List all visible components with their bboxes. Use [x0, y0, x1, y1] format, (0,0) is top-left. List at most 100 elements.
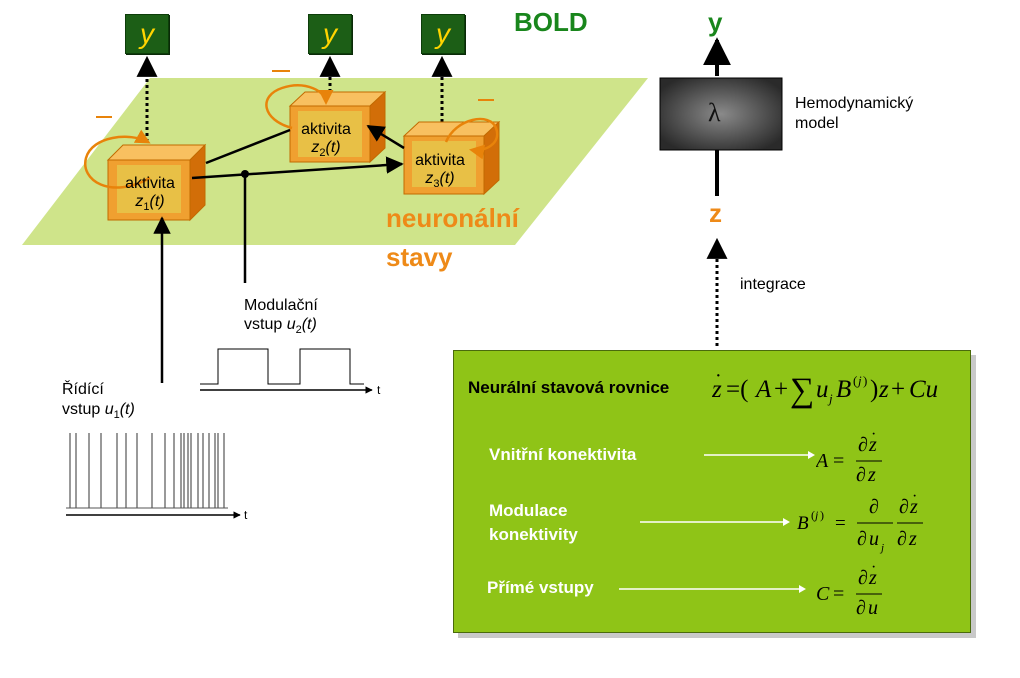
- svg-text:A: A: [754, 376, 772, 403]
- svg-text:z: z: [908, 528, 917, 550]
- svg-text:∂: ∂: [858, 434, 868, 456]
- svg-text:∂: ∂: [897, 528, 907, 550]
- svg-text:u: u: [816, 376, 829, 403]
- node-z1-title: aktivita: [125, 175, 175, 192]
- driving-input-var: vstup u1(t): [62, 401, 135, 422]
- hemo-output-y: y: [708, 7, 723, 37]
- node-z2-label: aktivita z2(t): [292, 121, 360, 162]
- svg-text:z: z: [868, 567, 877, 589]
- svg-text:+: +: [891, 376, 905, 403]
- svg-text:): ): [820, 508, 824, 522]
- svg-text:·: ·: [871, 431, 876, 443]
- output-y2-label: y: [323, 18, 337, 49]
- modulation-formula: B ( j ) = ∂ ∂ u j ∂ z · ∂ z: [797, 493, 923, 554]
- svg-text:j: j: [856, 373, 862, 388]
- svg-text:=: =: [835, 513, 846, 534]
- svg-text:C: C: [816, 583, 830, 605]
- svg-text:): ): [863, 373, 867, 388]
- connection-z3-z2: [366, 124, 405, 150]
- svg-text:z: z: [712, 376, 722, 403]
- svg-text:∂: ∂: [856, 597, 866, 619]
- svg-text:=(: =(: [726, 376, 748, 403]
- svg-text:+: +: [774, 376, 788, 403]
- output-y1-label: y: [140, 18, 154, 49]
- svg-text:=: =: [833, 450, 844, 472]
- svg-text:z: z: [909, 496, 918, 518]
- svg-text:∂: ∂: [899, 496, 909, 518]
- svg-text:∂: ∂: [857, 528, 867, 550]
- svg-text:(: (: [811, 508, 815, 522]
- svg-text:A: A: [816, 450, 829, 472]
- integration-label: integrace: [740, 276, 806, 293]
- driving-input-title: Řídící: [62, 381, 104, 398]
- node-z1-var: z1(t): [135, 193, 165, 214]
- modulatory-input-label: Modulační vstup u2(t): [244, 296, 318, 340]
- modulatory-axis-t: t: [377, 383, 381, 397]
- self-loop-2: [265, 84, 334, 130]
- equation-panel: Neurální stavová rovnice z · =( A + ∑ u …: [453, 350, 971, 633]
- direct-inputs-label: Přímé vstupy: [487, 578, 594, 597]
- bold-label: BOLD: [514, 7, 588, 37]
- modulation-label-line1: Modulace: [489, 501, 568, 520]
- hemo-lambda-symbol: λ: [708, 98, 721, 127]
- state-equation-title: Neurální stavová rovnice: [468, 378, 670, 397]
- svg-text:·: ·: [871, 564, 876, 576]
- hemo-model-line1: Hemodynamický: [795, 95, 914, 112]
- svg-text:Cu: Cu: [909, 376, 938, 403]
- output-y2-box: y: [308, 14, 352, 54]
- svg-text:z: z: [868, 434, 877, 456]
- svg-text:z: z: [867, 464, 876, 486]
- intrinsic-arrow: [704, 451, 815, 459]
- svg-text:j: j: [813, 508, 819, 522]
- modulation-label: Modulace konektivity: [489, 499, 578, 547]
- modulation-arrow: [640, 518, 790, 526]
- hemo-input-z: z: [709, 198, 722, 228]
- self-loop-1: [83, 129, 151, 189]
- node-z1-box: [106, 143, 207, 222]
- svg-text:z: z: [878, 376, 889, 403]
- node-z1-label: aktivita z1(t): [114, 175, 186, 216]
- hemo-model-line2: model: [795, 115, 839, 132]
- node-z3-var: z3(t): [425, 170, 455, 191]
- node-z3-box: [402, 120, 501, 196]
- hemo-model-label: Hemodynamický model: [795, 94, 913, 134]
- svg-text:∂: ∂: [869, 496, 879, 518]
- intrinsic-formula: A = ∂ z · ∂ z: [816, 431, 882, 486]
- svg-text:·: ·: [912, 493, 917, 505]
- svg-text:): ): [870, 376, 878, 403]
- node-z3-title: aktivita: [415, 152, 465, 169]
- svg-text:(: (: [853, 373, 857, 388]
- neuronal-states-line1: neuronální: [386, 203, 519, 233]
- driving-input-label: Řídící vstup u1(t): [62, 380, 135, 425]
- modulatory-input-var: vstup u2(t): [244, 316, 317, 337]
- modulation-label-line2: konektivity: [489, 525, 578, 544]
- direct-inputs-formula: C = ∂ z · ∂ u: [816, 564, 882, 619]
- hemo-model-box: [659, 77, 783, 151]
- svg-text:·: ·: [715, 369, 722, 387]
- state-equation-formula: z · =( A + ∑ u j B ( j ) ) z + Cu: [712, 369, 938, 409]
- node-z3-label: aktivita z3(t): [406, 152, 474, 193]
- connection-z1-z3: [191, 156, 404, 180]
- node-z2-title: aktivita: [301, 121, 351, 138]
- svg-text:B: B: [797, 513, 809, 534]
- intrinsic-connectivity-label: Vnitřní konektivita: [489, 445, 637, 464]
- svg-text:∑: ∑: [790, 372, 814, 409]
- neuronal-states-line2: stavy: [386, 242, 453, 272]
- svg-text:u: u: [869, 528, 879, 550]
- svg-text:j: j: [827, 391, 833, 406]
- svg-text:∂: ∂: [856, 464, 866, 486]
- output-y3-box: y: [421, 14, 465, 54]
- driving-input-plot: [66, 433, 228, 509]
- svg-text:u: u: [868, 597, 878, 619]
- connection-z1-z2: [205, 128, 291, 165]
- driving-axis-t: t: [244, 508, 248, 522]
- direct-inputs-arrow: [619, 585, 806, 593]
- svg-text:∂: ∂: [858, 567, 868, 589]
- modulatory-input-title: Modulační: [244, 297, 318, 314]
- output-y1-box: y: [125, 14, 169, 54]
- svg-text:B: B: [836, 376, 851, 403]
- output-y3-label: y: [436, 18, 450, 49]
- modulatory-input-plot: [200, 348, 373, 394]
- node-z2-var: z2(t): [311, 139, 341, 160]
